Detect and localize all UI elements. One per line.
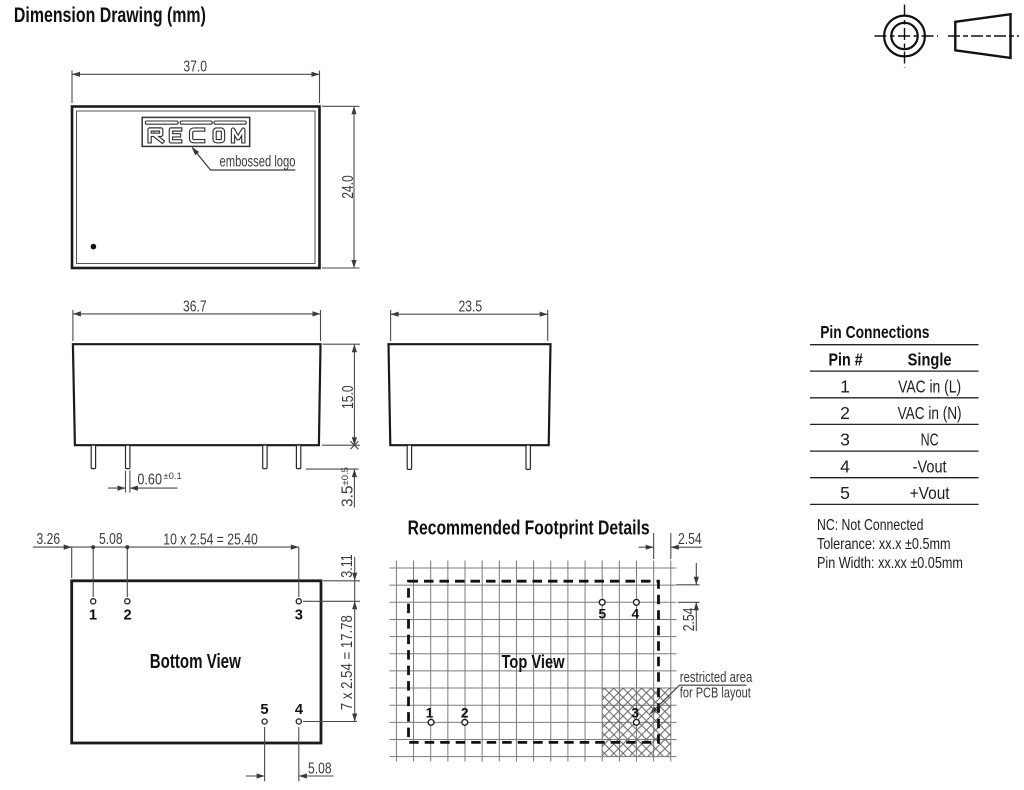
svg-text:Pin Width: xx.xx ±0.05mm: Pin Width: xx.xx ±0.05mm: [817, 555, 963, 572]
svg-text:±0.1: ±0.1: [163, 471, 181, 482]
svg-text:4: 4: [295, 702, 304, 718]
svg-text:4: 4: [632, 607, 640, 622]
svg-text:1: 1: [89, 608, 97, 624]
svg-text:+Vout: +Vout: [910, 483, 950, 503]
svg-text:5: 5: [840, 483, 850, 503]
svg-text:NC: NC: [921, 430, 939, 450]
svg-text:Bottom View: Bottom View: [150, 650, 241, 673]
svg-text:5: 5: [598, 607, 606, 622]
svg-text:2: 2: [840, 403, 850, 423]
svg-text:2: 2: [124, 608, 132, 624]
svg-text:0.60: 0.60: [137, 471, 162, 488]
svg-text:restricted area: restricted area: [680, 670, 753, 686]
svg-text:2.54: 2.54: [678, 531, 702, 548]
svg-text:VAC in (L): VAC in (L): [898, 376, 961, 396]
svg-text:15.0: 15.0: [340, 385, 357, 409]
svg-text:Recommended Footprint Details: Recommended Footprint Details: [408, 517, 650, 540]
svg-text:3.26: 3.26: [37, 531, 61, 548]
svg-text:5: 5: [260, 702, 268, 718]
svg-text:2.54: 2.54: [681, 607, 698, 631]
svg-text:5.08: 5.08: [99, 531, 123, 548]
svg-text:10 x 2.54 = 25.40: 10 x 2.54 = 25.40: [163, 531, 258, 548]
svg-text:5.08: 5.08: [308, 760, 332, 777]
svg-text:24.0: 24.0: [340, 175, 357, 199]
svg-text:1: 1: [426, 705, 434, 720]
svg-text:Single: Single: [908, 349, 952, 369]
svg-text:-Vout: -Vout: [913, 456, 947, 476]
svg-text:3.11: 3.11: [339, 554, 356, 578]
svg-text:Top View: Top View: [502, 651, 565, 672]
svg-text:VAC in (N): VAC in (N): [898, 403, 962, 423]
svg-text:±0.5: ±0.5: [340, 467, 351, 485]
svg-text:3.5: 3.5: [340, 485, 357, 507]
svg-text:Pin #: Pin #: [829, 349, 863, 369]
svg-text:3: 3: [631, 705, 639, 720]
svg-text:Pin Connections: Pin Connections: [820, 322, 929, 342]
svg-text:Dimension Drawing (mm): Dimension Drawing (mm): [14, 3, 206, 27]
svg-text:for PCB layout: for PCB layout: [680, 686, 751, 702]
svg-text:NC: Not Connected: NC: Not Connected: [817, 517, 923, 534]
svg-text:4: 4: [840, 456, 850, 476]
svg-text:3: 3: [295, 608, 303, 624]
svg-text:Tolerance: xx.x ±0.5mm: Tolerance: xx.x ±0.5mm: [817, 536, 951, 553]
svg-text:7 x 2.54 = 17.78: 7 x 2.54 = 17.78: [339, 615, 356, 710]
svg-text:embossed logo: embossed logo: [220, 154, 296, 171]
svg-text:23.5: 23.5: [459, 298, 483, 315]
svg-text:37.0: 37.0: [183, 59, 207, 76]
svg-text:3: 3: [840, 430, 850, 450]
svg-text:36.7: 36.7: [183, 298, 207, 315]
svg-text:2: 2: [461, 705, 469, 720]
svg-text:1: 1: [840, 376, 850, 396]
